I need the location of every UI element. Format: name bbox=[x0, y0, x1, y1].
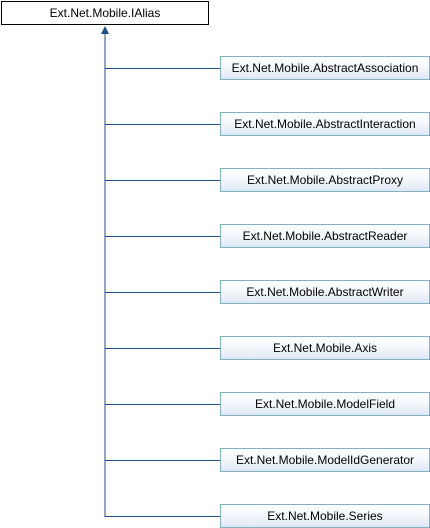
class-node-abstract-association[interactable]: Ext.Net.Mobile.AbstractAssociation bbox=[220, 56, 430, 80]
class-node-model-field[interactable]: Ext.Net.Mobile.ModelField bbox=[220, 392, 430, 416]
class-node-ialias[interactable]: Ext.Net.Mobile.IAlias bbox=[1, 1, 209, 25]
class-node-abstract-proxy[interactable]: Ext.Net.Mobile.AbstractProxy bbox=[220, 168, 430, 192]
class-node-model-id-generator[interactable]: Ext.Net.Mobile.ModelIdGenerator bbox=[220, 448, 430, 472]
inheritance-arrowhead bbox=[101, 26, 109, 34]
class-node-series[interactable]: Ext.Net.Mobile.Series bbox=[220, 504, 430, 528]
class-node-abstract-writer[interactable]: Ext.Net.Mobile.AbstractWriter bbox=[220, 280, 430, 304]
class-node-abstract-reader[interactable]: Ext.Net.Mobile.AbstractReader bbox=[220, 224, 430, 248]
class-node-axis[interactable]: Ext.Net.Mobile.Axis bbox=[220, 336, 430, 360]
class-node-abstract-interaction[interactable]: Ext.Net.Mobile.AbstractInteraction bbox=[220, 112, 430, 136]
